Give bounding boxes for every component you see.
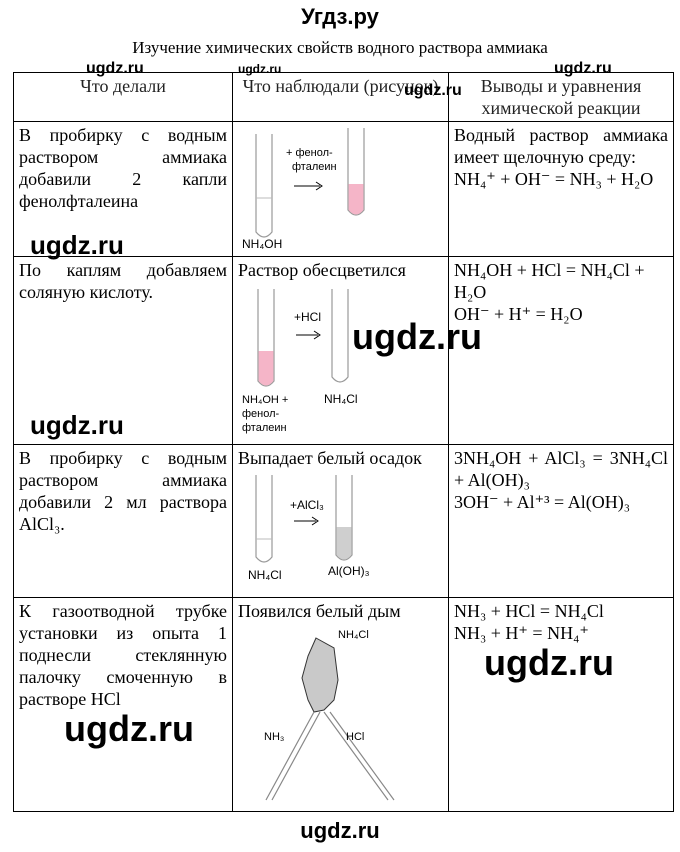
label-nh3: NH₃: [264, 731, 284, 743]
test-tube-right: [331, 289, 349, 383]
site-title: Угдз.ру: [301, 4, 379, 29]
tube-label-nh4cl: NH₄Cl: [248, 568, 282, 582]
row1-action: В пробирку с водным раствором аммиака до…: [13, 121, 233, 257]
tube-label-nh4oh: NH₄OH: [242, 237, 282, 251]
glass-tube-left: [265, 711, 321, 801]
watermark: ugdz.ru: [238, 62, 282, 76]
tube-label-left-2: фенол-: [242, 408, 280, 420]
row4-observation: Появился белый дым NH₄Cl NH₃ HCl: [232, 597, 449, 812]
row2-conclusion: NH₄OH + HCl = NH₄Cl + H₂O OH⁻ + H⁺ = H₂O: [448, 256, 674, 445]
white-smoke-cloud: [301, 637, 339, 713]
tube-label-aloh3: Al(OH)₃: [328, 564, 370, 578]
test-tube-left: [257, 289, 275, 387]
glass-rod-right: [323, 711, 395, 801]
smoke-label: NH₄Cl: [338, 629, 369, 641]
table-header-row: Что делали Что наблюдали (рисунок) Вывод…: [13, 72, 674, 122]
row2-action: По каплям добавляем соляную кислоту.: [13, 256, 233, 445]
row4-conclusion: NH₃ + HCl = NH₄Cl NH₃ + H⁺ = NH₄⁺: [448, 597, 674, 812]
row1-conclusion: Водный раствор аммиака имеет щелочную ср…: [448, 121, 674, 257]
watermark: ugdz.ru: [352, 316, 482, 357]
row4-equation-2: NH₃ + H⁺ = NH₄⁺: [454, 623, 589, 643]
watermark: ugdz.ru: [30, 410, 124, 440]
row3-observation-text: Выпадает белый осадок: [238, 448, 422, 468]
test-tube-diagram-2: +HCl NH₄OH + фенол- фталеин NH₄Cl: [242, 289, 358, 434]
test-tube-diagram-3: +AlCl₃ NH₄Cl Al(OH)₃: [248, 475, 370, 582]
arrow-label-1: + фенол-фталеин: [286, 147, 337, 173]
row2-equation-2: OH⁻ + H⁺ = H₂O: [454, 304, 583, 324]
table-row: По каплям добавляем соляную кислоту. Рас…: [13, 256, 674, 445]
row3-action: В пробирку с водным раствором аммиака до…: [13, 444, 233, 598]
document-title: Изучение химических свойств водного раст…: [132, 38, 548, 57]
test-tube-left: [255, 134, 273, 238]
test-tube-diagram-1: + фенол-фталеин NH₄OH: [242, 128, 365, 251]
header-conclusions: Выводы и уравнения химической реакции: [448, 72, 674, 122]
watermark: ugdz.ru: [554, 60, 612, 77]
tube-label-left-1: NH₄OH +: [242, 394, 288, 406]
watermark: ugdz.ru: [404, 82, 462, 99]
table-row: К газоотводной трубке установки из опыта…: [13, 597, 674, 812]
row3-observation: Выпадает белый осадок +AlCl₃ NH₄Cl Al(OH…: [232, 444, 449, 598]
row3-equation-2: 3OH⁻ + Al⁺³ = Al(OH)₃: [454, 492, 630, 512]
header-what-done: Что делали: [13, 72, 233, 122]
experiment-table: Что делали Что наблюдали (рисунок) Вывод…: [13, 72, 674, 812]
row4-action: К газоотводной трубке установки из опыта…: [13, 597, 233, 812]
smoke-diagram: NH₄Cl NH₃ HCl: [264, 629, 395, 801]
header-observed: Что наблюдали (рисунок): [232, 72, 449, 122]
row4-equation-1: NH₃ + HCl = NH₄Cl: [454, 601, 604, 621]
arrow-label-2: +HCl: [294, 310, 321, 324]
watermark: ugdz.ru: [30, 230, 124, 260]
table-row: В пробирку с водным раствором аммиака до…: [13, 121, 674, 257]
row3-conclusion: 3NH₄OH + AlCl₃ = 3NH₄Cl + Al(OH)₃ 3OH⁻ +…: [448, 444, 674, 598]
row4-observation-text: Появился белый дым: [238, 601, 401, 621]
row1-observation: + фенол-фталеин NH₄OH: [232, 121, 449, 257]
table-row: В пробирку с водным раствором аммиака до…: [13, 444, 674, 598]
white-precipitate: [336, 527, 352, 560]
watermark: ugdz.ru: [484, 642, 614, 683]
row1-equation-1: NH₄⁺ + OH⁻ = NH₃ + H₂O: [454, 169, 654, 189]
test-tube-left: [255, 475, 273, 563]
pink-solution: [348, 184, 364, 215]
row2-observation-text: Раствор обесцветился: [238, 260, 406, 280]
row2-equation-1: NH₄OH + HCl = NH₄Cl + H₂O: [454, 260, 645, 302]
row1-conclusion-text: Водный раствор аммиака имеет щелочную ср…: [454, 125, 668, 167]
test-tube-right: [347, 128, 365, 216]
arrow-label-3: +AlCl₃: [290, 498, 324, 512]
watermark: ugdz.ru: [86, 60, 144, 77]
footer-watermark: ugdz.ru: [300, 818, 380, 843]
watermark: ugdz.ru: [64, 708, 194, 749]
label-hcl: HCl: [346, 731, 364, 743]
pink-solution: [258, 351, 274, 386]
tube-label-nh4cl: NH₄Cl: [324, 392, 358, 406]
tube-label-left-3: фталеин: [242, 422, 287, 434]
row3-equation-1: 3NH₄OH + AlCl₃ = 3NH₄Cl + Al(OH)₃: [454, 448, 668, 490]
test-tube-right: [335, 475, 353, 561]
